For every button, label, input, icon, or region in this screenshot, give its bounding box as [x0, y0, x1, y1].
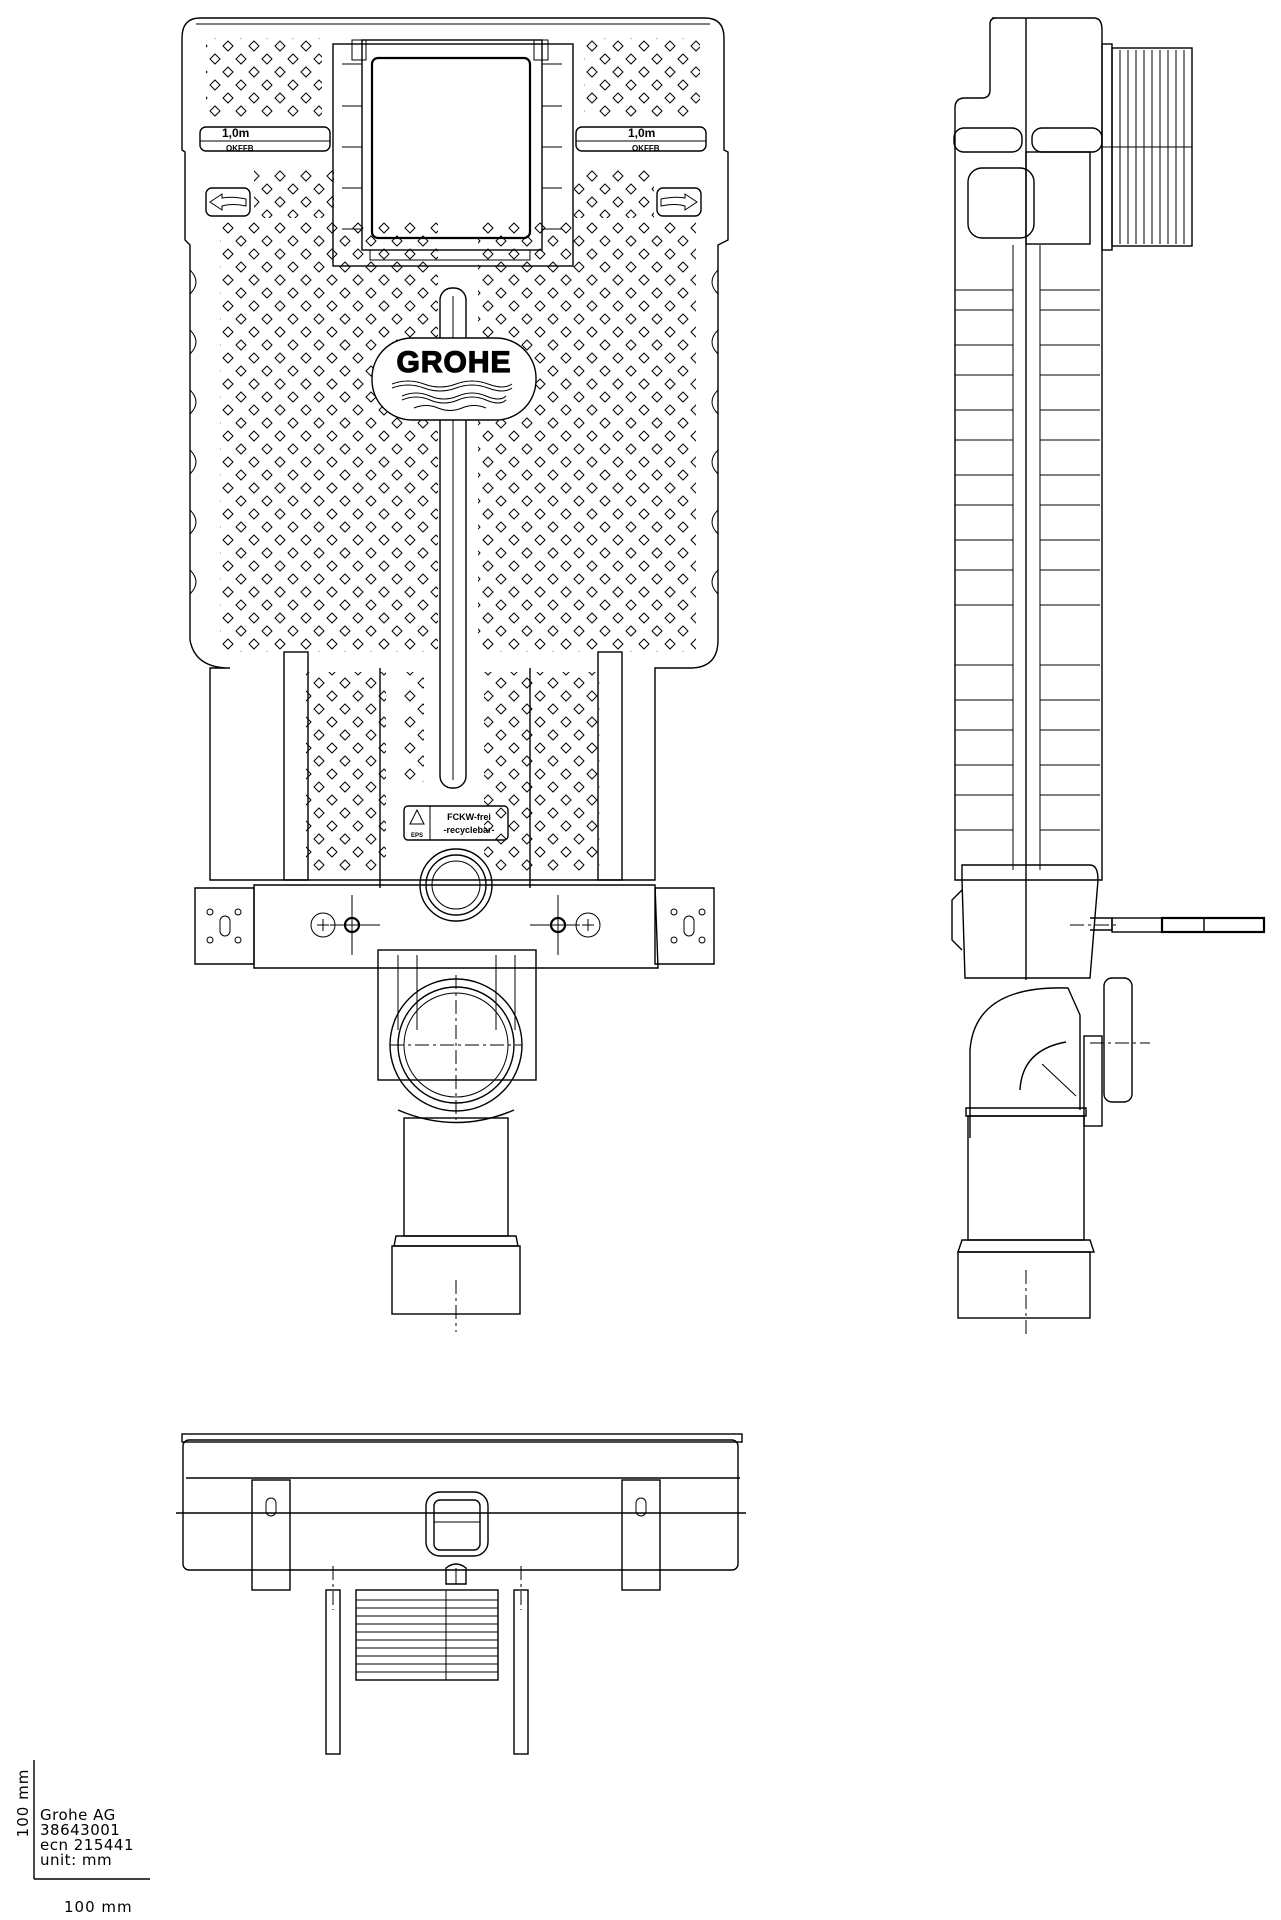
ecn-number: ecn 215441	[40, 1836, 135, 1854]
height-marker-right-value: 1,0m	[628, 126, 655, 140]
grohe-logo: GROHE	[371, 337, 537, 421]
height-marker-right: 1,0m OKFFB	[575, 126, 707, 153]
eps-badge: EPS	[411, 833, 423, 839]
perforation-top-left	[206, 38, 322, 118]
scale-x-label: 100 mm	[64, 1898, 133, 1916]
front-view: 1,0m OKFFB 1,0m OKFFB	[181, 17, 729, 1332]
perforation-top-right	[584, 38, 700, 118]
side-ribs	[955, 245, 1100, 870]
perforation-left	[220, 222, 438, 652]
height-marker-right-label: OKFFB	[632, 144, 660, 153]
grohe-logo-text: GROHE	[396, 346, 511, 379]
unit-label: unit: mm	[40, 1851, 113, 1869]
label-line1: FCKW-frei	[447, 812, 491, 822]
label-line2: -recyclebar-	[443, 825, 494, 835]
arrow-right-icon	[656, 187, 702, 217]
title-block: Grohe AG 38643001 ecn 215441 unit: mm	[40, 1808, 134, 1868]
perforation-right	[478, 222, 696, 652]
scale-y-label: 100 mm	[14, 1768, 32, 1838]
height-marker-left-label: OKFFB	[226, 144, 254, 153]
scale-bar	[33, 1760, 150, 1880]
height-marker-left-value: 1,0m	[222, 126, 249, 140]
height-marker-left: 1,0m OKFFB	[199, 126, 331, 153]
part-number: 38643001	[40, 1821, 121, 1839]
label-plate: EPS FCKW-frei -recyclebar-	[403, 805, 509, 841]
company-name: Grohe AG	[40, 1806, 116, 1824]
top-view	[176, 1433, 746, 1755]
arrow-left-icon	[205, 187, 251, 217]
side-view	[951, 17, 1266, 1335]
